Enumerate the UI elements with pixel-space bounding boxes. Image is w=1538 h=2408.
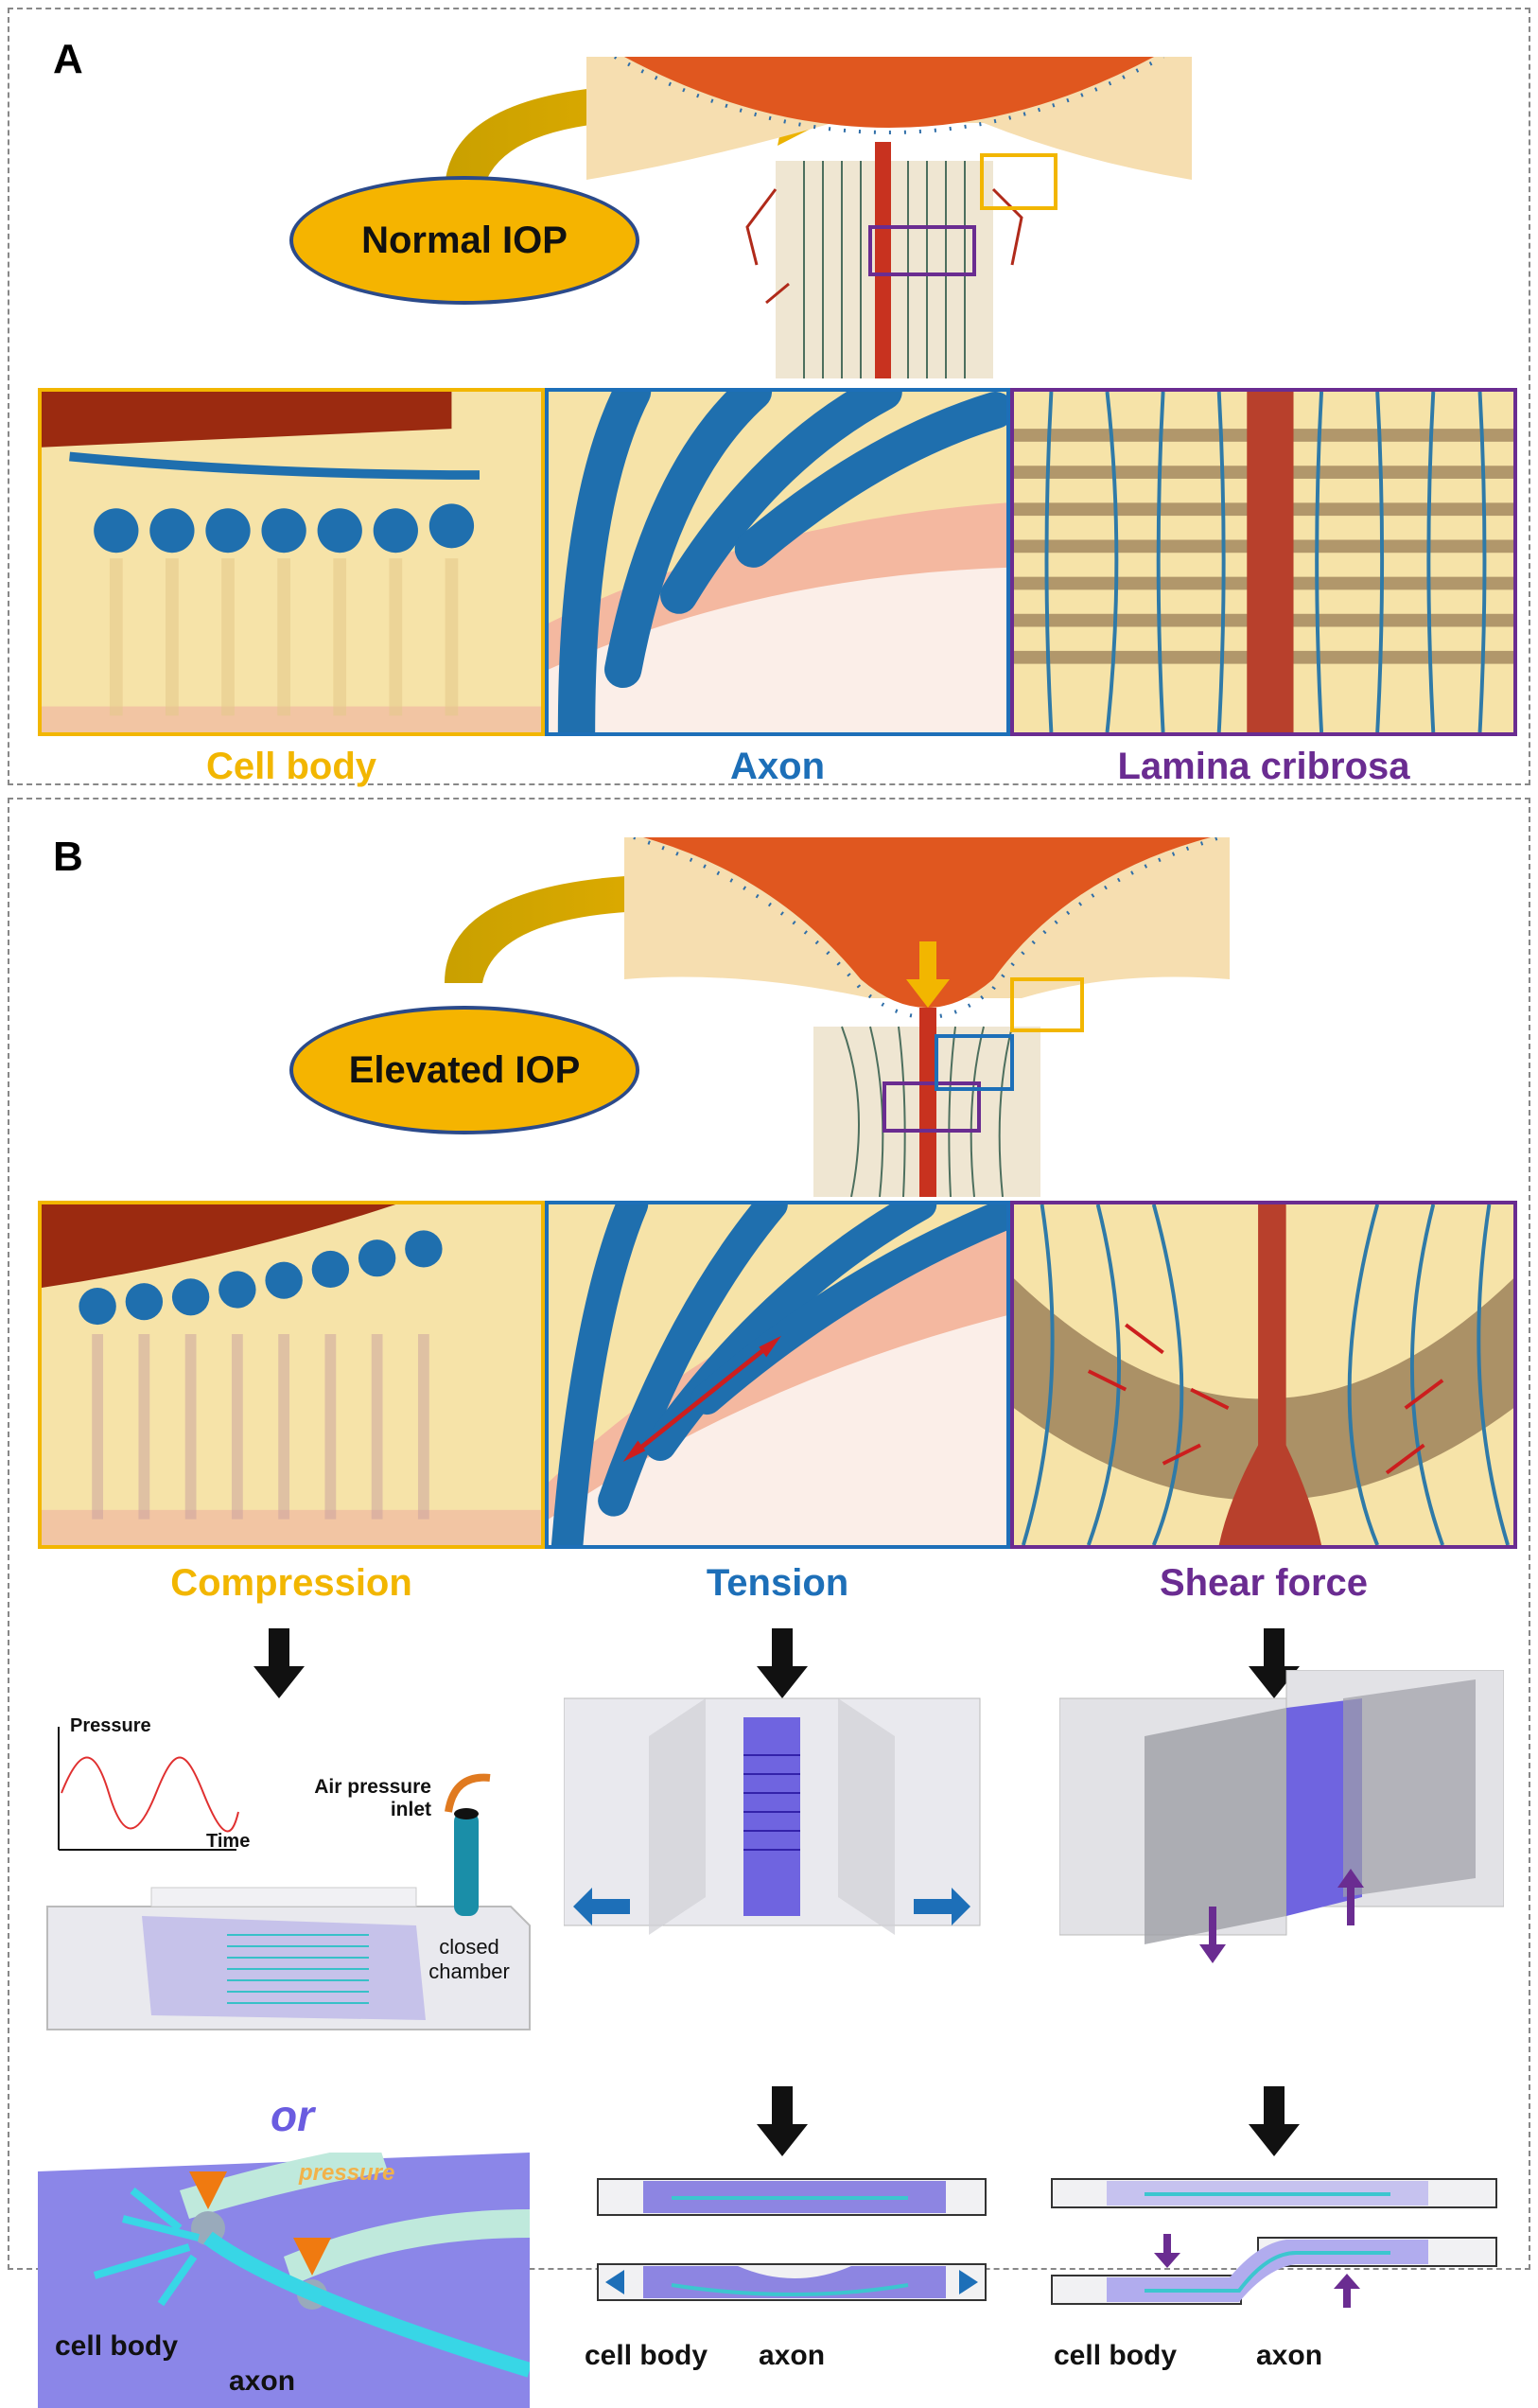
elevated-iop-badge: Elevated IOP (289, 1006, 639, 1134)
down-arrow-icon (253, 1628, 305, 1698)
shear-cell-body-label: cell body (1054, 2340, 1178, 2371)
down-arrow-icon (1249, 2086, 1300, 2156)
caption-shear-force: Shear force (1159, 1562, 1369, 1604)
normal-iop-badge: Normal IOP (289, 176, 639, 305)
cell-body-zoom-normal (38, 388, 545, 736)
tension-axon-label: axon (759, 2340, 826, 2371)
or-label: or (271, 2091, 314, 2140)
probe-pressure-label: pressure (299, 2160, 395, 2186)
closed-chamber-label: closed chamber (428, 1935, 510, 1983)
caption-cell-body: Cell body (205, 746, 377, 787)
cell-body-zoom-elevated (38, 1201, 545, 1549)
air-pressure-inlet-label: Air pressure inlet (314, 1776, 431, 1820)
tension-cross-section (597, 2178, 987, 2301)
caption-compression: Compression (170, 1562, 412, 1604)
axon-zoom-normal (545, 388, 1010, 736)
panel-b: B Elevated IOP (8, 798, 1530, 2408)
caption-lamina-cribrosa: Lamina cribrosa (1117, 746, 1410, 787)
down-arrow-icon (757, 1628, 808, 1698)
tension-stretch-device (564, 1697, 981, 1935)
down-arrow-icon (757, 2086, 808, 2156)
compression-cell-body-label: cell body (55, 2330, 179, 2362)
pressure-axis-label: Pressure (70, 1715, 151, 1736)
lamina-cribrosa-zoom-normal (1010, 388, 1517, 736)
compression-axon-label: axon (229, 2365, 296, 2397)
optic-nerve-elevated-illustration (624, 837, 1230, 1197)
axon-zoom-elevated (545, 1201, 1010, 1549)
shear-axon-label: axon (1256, 2340, 1323, 2371)
tension-cell-body-label: cell body (585, 2340, 708, 2371)
lamina-cribrosa-zoom-elevated (1010, 1201, 1517, 1549)
time-axis-label: Time (206, 1831, 251, 1852)
caption-axon: Axon (730, 746, 825, 787)
panel-a-letter: A (53, 36, 83, 82)
optic-nerve-normal-illustration (586, 57, 1192, 378)
compression-chamber-device (46, 1727, 531, 2030)
shear-cross-section (1051, 2178, 1497, 2308)
shear-device (1059, 1670, 1504, 1963)
panel-b-letter: B (53, 834, 83, 880)
caption-tension: Tension (706, 1562, 849, 1604)
panel-a: A Normal IOP (8, 8, 1530, 787)
